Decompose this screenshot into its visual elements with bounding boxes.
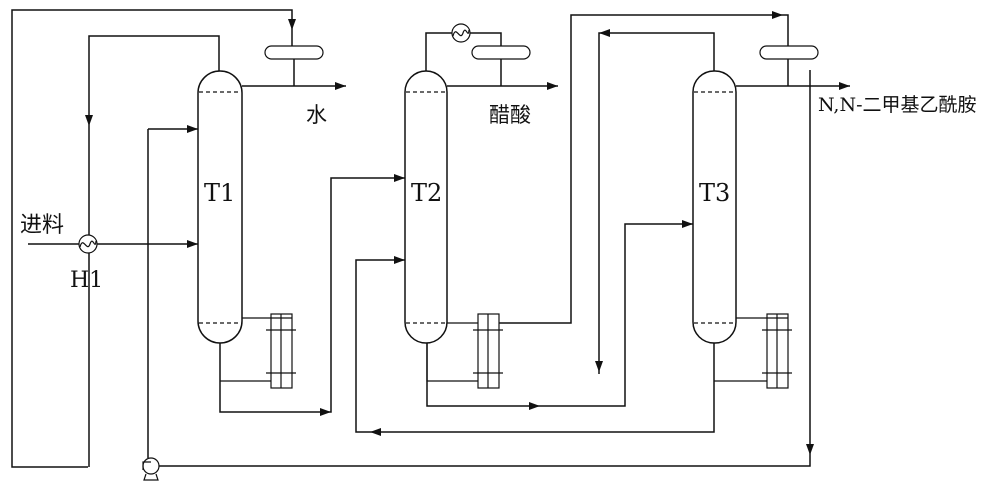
column-t1 — [197, 70, 243, 344]
label-product-water: 水 — [306, 103, 327, 127]
reboiler-t1 — [242, 313, 296, 389]
label-product-dmac: N,N-二甲基乙酰胺 — [818, 94, 977, 116]
reboiler-t3 — [736, 313, 792, 389]
label-heater-h1: H1 — [70, 268, 103, 293]
label-product-acetic-acid: 醋酸 — [489, 103, 531, 127]
label-column-t2: T2 — [411, 179, 442, 207]
heater-h1 — [78, 234, 98, 254]
reflux-drum-t2 — [471, 45, 531, 60]
label-column-t1: T1 — [204, 179, 235, 207]
reboiler-t2 — [473, 313, 503, 389]
column-t3 — [692, 70, 737, 344]
label-column-t3: T3 — [699, 179, 730, 207]
label-feed: 进料 — [20, 213, 64, 238]
column-t2 — [404, 70, 448, 344]
reflux-drum-t3 — [759, 45, 819, 60]
condenser-t2 — [451, 23, 471, 43]
pump — [142, 457, 160, 481]
piping — [11, 9, 850, 468]
reflux-drum-t1 — [264, 45, 324, 60]
